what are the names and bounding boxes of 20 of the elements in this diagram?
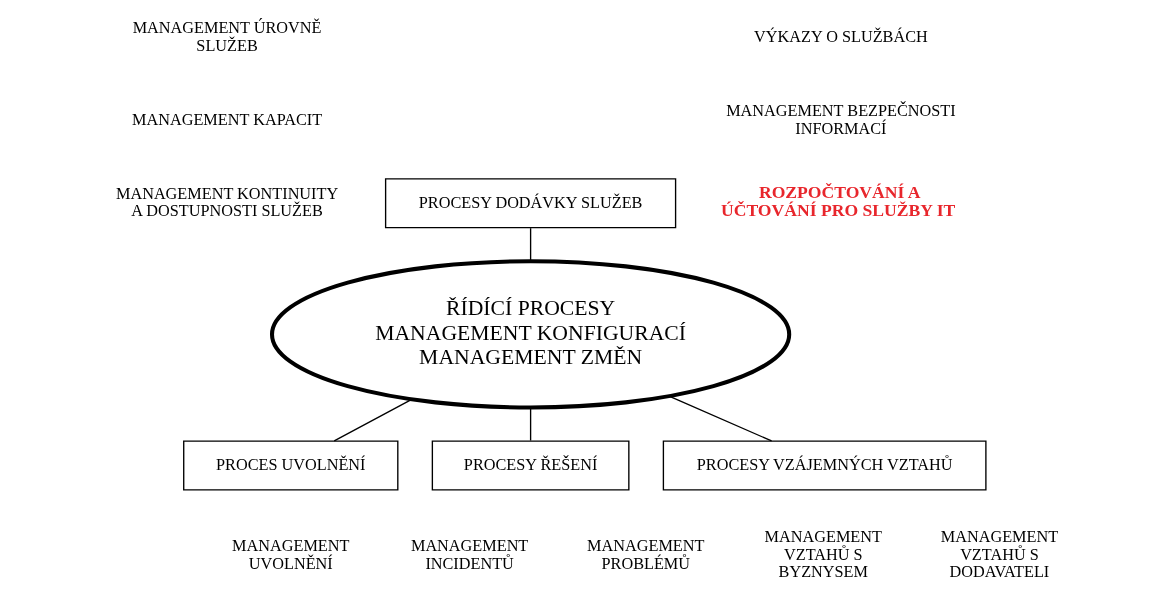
- node-label: MANAGEMENT UVOLNĚNÍ: [232, 536, 350, 573]
- label: MANAGEMENT KAPACIT: [132, 110, 323, 129]
- connector: [333, 398, 413, 442]
- connector: [529, 227, 532, 262]
- node-ellipse: ŘÍDÍCÍ PROCESY MANAGEMENT KONFIGURACÍ MANAGEMENT ZMĚN: [269, 259, 792, 410]
- label: ROZPOČTOVÁNÍ A ÚČTOVÁNÍ PRO SLUŽBY IT: [720, 182, 956, 221]
- node-label: MANAGEMENT VZTAHŮ S DODAVATELI: [940, 528, 1059, 582]
- node-box: PROCESY ŘEŠENÍ: [431, 440, 630, 491]
- label: MANAGEMENT KONTINUITY A DOSTUPNOSTI SLUŽEB: [115, 184, 339, 221]
- node-label: MANAGEMENT VZTAHŮ S BYZNYSEM: [764, 528, 882, 582]
- label: VÝKAZY O SLUŽBÁCH: [754, 28, 928, 47]
- connector: [668, 395, 773, 442]
- node-box: PROCESY DODÁVKY SLUŽEB: [384, 178, 677, 229]
- node-label: MANAGEMENT PROBLÉMŮ: [587, 536, 705, 573]
- node-label: MANAGEMENT INCIDENTŮ: [410, 536, 529, 573]
- label: MANAGEMENT BEZPEČNOSTI INFORMACÍ: [726, 102, 956, 138]
- node-box: PROCESY VZÁJEMNÝCH VZTAHŮ: [662, 440, 987, 491]
- node-box: PROCES UVOLNĚNÍ: [183, 440, 399, 491]
- label: MANAGEMENT ÚROVNĚ SLUŽEB: [132, 19, 322, 55]
- connector: [529, 406, 532, 442]
